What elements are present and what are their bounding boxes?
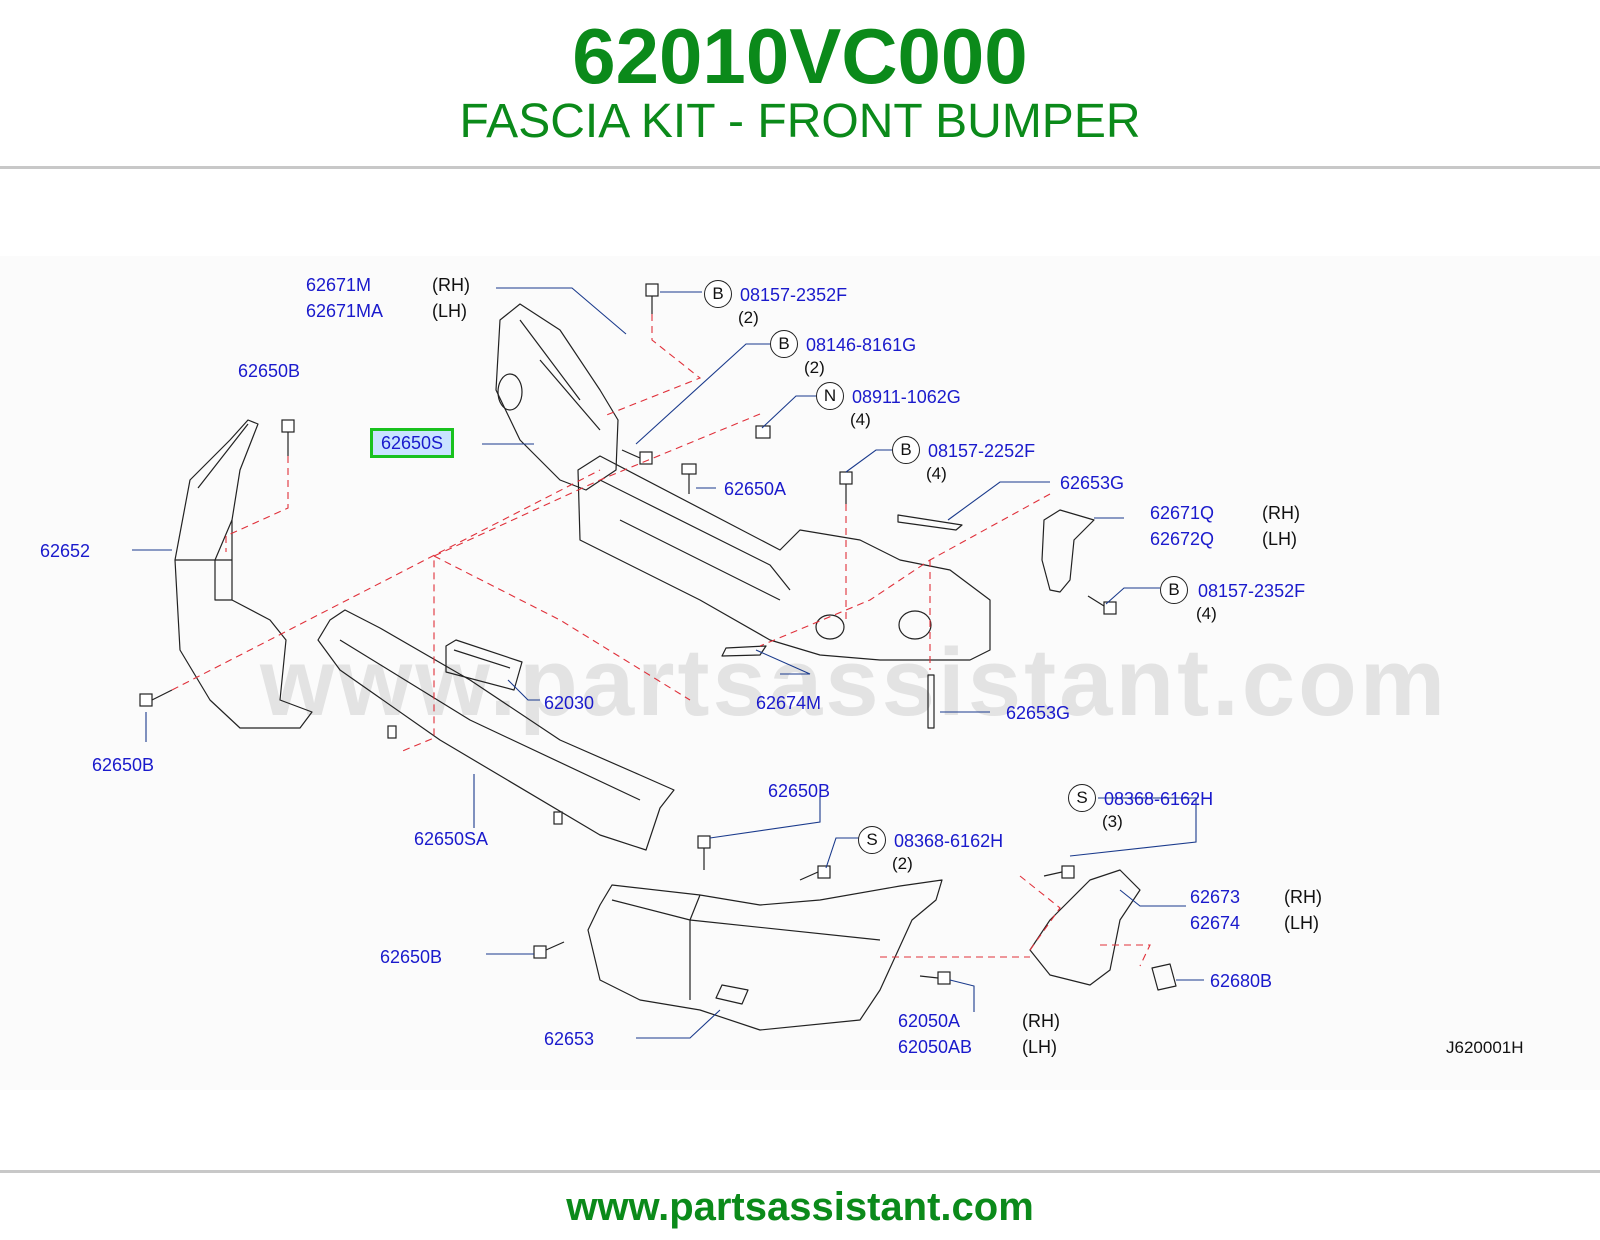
part-62653-shape — [587, 879, 943, 1031]
part-label-62050AB[interactable]: 62050AB — [898, 1037, 973, 1057]
header: 62010VC000 FASCIA KIT - FRONT BUMPER — [0, 0, 1600, 168]
fastener-badge: S — [858, 826, 886, 854]
part-label-62650S: 62650S — [380, 433, 444, 453]
divider-bottom — [0, 1170, 1600, 1173]
fastener-qty: (4) — [850, 410, 871, 429]
fastener-part-08157-2352F[interactable]: 08157-2352F — [740, 285, 848, 305]
bolt-icon — [937, 971, 951, 985]
fastener-badge: N — [816, 382, 844, 410]
part-62030-shape — [445, 639, 523, 691]
part-label-62653[interactable]: 62653 — [544, 1029, 595, 1049]
part-label-62674M[interactable]: 62674M — [756, 693, 822, 713]
bolt-icon — [1061, 865, 1075, 879]
part-label-62650B[interactable]: 62650B — [92, 755, 155, 775]
part-label-62672Q[interactable]: 62672Q — [1150, 529, 1215, 549]
part-62680B-shape — [1151, 963, 1177, 991]
fastener-qty: (4) — [926, 464, 947, 483]
fastener-badge: S — [1068, 784, 1096, 812]
divider-top — [0, 166, 1600, 169]
fastener-qty: (2) — [892, 854, 913, 873]
part-label-62652[interactable]: 62652 — [40, 541, 91, 561]
fastener-part-08157-2252F[interactable]: 08157-2252F — [928, 441, 1036, 461]
highlighted-part-62650S[interactable]: 62650S — [370, 428, 454, 458]
diagram-reference-code: J620001H — [1446, 1038, 1524, 1057]
fastener-qty: (3) — [1102, 812, 1123, 831]
fastener-badge: B — [704, 280, 732, 308]
part-62652-shape — [174, 419, 313, 729]
bolt-icon — [817, 865, 831, 879]
fastener-qty: (2) — [738, 308, 759, 327]
part-label-62030[interactable]: 62030 — [544, 693, 595, 713]
part-label-62650SA[interactable]: 62650SA — [414, 829, 489, 849]
fastener-qty: (4) — [1196, 604, 1217, 623]
footer-url[interactable]: www.partsassistant.com — [566, 1185, 1034, 1229]
fastener-part-08146-8161G[interactable]: 08146-8161G — [806, 335, 917, 355]
part-62671M-shape — [495, 303, 619, 491]
side-rh: (RH) — [1022, 1011, 1060, 1031]
part-62650SA-shape — [317, 609, 675, 851]
fastener-badge: B — [1160, 576, 1188, 604]
side-lh: (LH) — [1022, 1037, 1057, 1057]
fastener-part-08368-6162H[interactable]: 08368-6162H — [894, 831, 1004, 851]
bolt-icon — [387, 725, 397, 739]
part-label-62653G[interactable]: 62653G — [1060, 473, 1125, 493]
bolt-icon — [645, 283, 659, 297]
clip-icon — [681, 463, 697, 475]
fastener-part-08157-2352F[interactable]: 08157-2352F — [1198, 581, 1306, 601]
bolt-icon — [639, 451, 653, 465]
bolt-icon — [281, 419, 295, 433]
fastener-part-08911-1062G[interactable]: 08911-1062G — [852, 387, 961, 407]
bolt-icon — [533, 945, 547, 959]
part-62674M-shape — [721, 645, 767, 657]
side-lh: (LH) — [1262, 529, 1297, 549]
side-lh: (LH) — [432, 301, 467, 321]
part-label-62050A[interactable]: 62050A — [898, 1011, 961, 1031]
part-label-62650A[interactable]: 62650A — [724, 479, 787, 499]
side-rh: (RH) — [432, 275, 470, 295]
fastener-part-08368-6162H[interactable]: 08368-6162H — [1104, 789, 1214, 809]
part-label-62680B[interactable]: 62680B — [1210, 971, 1273, 991]
watermark: www.partsassistant.com — [260, 629, 1449, 736]
bolt-icon — [697, 835, 711, 849]
bolt-icon — [553, 811, 563, 825]
part-label-62674[interactable]: 62674 — [1190, 913, 1241, 933]
fastener-badge: B — [892, 436, 920, 464]
page-subtitle: FASCIA KIT - FRONT BUMPER — [459, 95, 1141, 148]
diagram-background — [0, 256, 1600, 1090]
part-label-62671M[interactable]: 62671M — [306, 275, 372, 295]
bolt-icon — [839, 471, 853, 485]
part-label-62650B[interactable]: 62650B — [238, 361, 301, 381]
bolt-icon — [1103, 601, 1117, 615]
part-62673-shape — [1029, 869, 1141, 986]
part-62671Q-shape — [1041, 509, 1095, 593]
part-62653G-mid-shape — [927, 674, 935, 729]
part-62653G-top-shape — [897, 514, 963, 531]
side-rh: (RH) — [1284, 887, 1322, 907]
side-rh: (RH) — [1262, 503, 1300, 523]
part-label-62653G[interactable]: 62653G — [1006, 703, 1071, 723]
fastener-qty: (2) — [804, 358, 825, 377]
part-label-62671Q[interactable]: 62671Q — [1150, 503, 1215, 523]
part-label-62650B[interactable]: 62650B — [768, 781, 831, 801]
nut-icon — [755, 425, 771, 439]
page-title: 62010VC000 — [572, 12, 1028, 100]
part-label-62650B[interactable]: 62650B — [380, 947, 443, 967]
part-62650S-shape — [577, 455, 991, 661]
part-label-62671MA[interactable]: 62671MA — [306, 301, 384, 321]
side-lh: (LH) — [1284, 913, 1319, 933]
part-label-62673[interactable]: 62673 — [1190, 887, 1241, 907]
bolt-icon — [139, 693, 153, 707]
fastener-badge: B — [770, 330, 798, 358]
